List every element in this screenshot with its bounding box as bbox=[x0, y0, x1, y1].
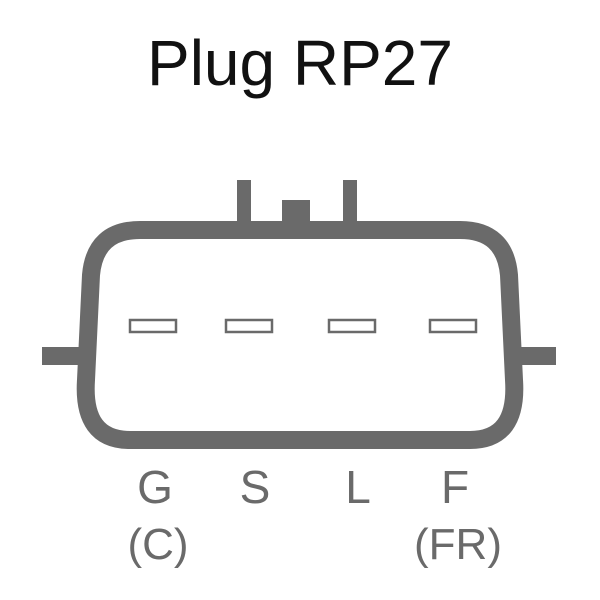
right-top-tab bbox=[343, 180, 357, 226]
pin-label-s: S bbox=[239, 461, 271, 513]
pin-label-l: L bbox=[345, 461, 371, 513]
terminal-slot-l bbox=[327, 318, 377, 334]
left-top-tab bbox=[237, 180, 251, 226]
terminal-slot-g bbox=[128, 318, 178, 334]
pin-label-f: F bbox=[440, 461, 470, 513]
pin-sublabel-g: (C) bbox=[127, 520, 189, 569]
connector-housing bbox=[76, 221, 524, 449]
pin-sublabel-f: (FR) bbox=[414, 520, 502, 569]
terminal-slot-s bbox=[224, 318, 274, 334]
pin-label-g: G bbox=[137, 461, 173, 513]
left-side-nub bbox=[42, 347, 82, 365]
diagram-title: Plug RP27 bbox=[147, 27, 453, 99]
right-side-nub bbox=[516, 347, 556, 365]
terminal-slot-f bbox=[428, 318, 478, 334]
